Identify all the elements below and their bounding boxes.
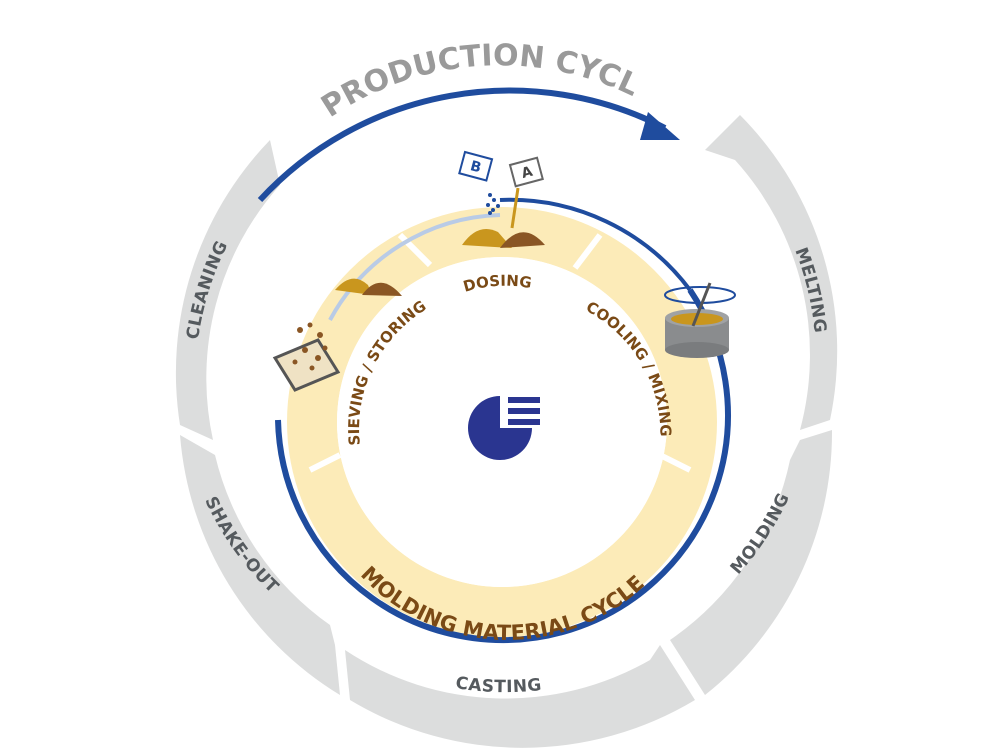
segment-casting[interactable] [345, 645, 695, 748]
svg-text:A: A [520, 164, 535, 182]
molding-material-ring [287, 207, 717, 637]
production-arrow [257, 87, 731, 644]
arrowhead-icon [640, 112, 680, 140]
mixer-icon [664, 282, 736, 358]
sieve-icon [272, 322, 341, 392]
storage-piles-icon [335, 278, 402, 296]
segment-molding[interactable] [670, 430, 833, 695]
segment-cleaning[interactable] [175, 140, 280, 440]
outer-ring [175, 115, 838, 748]
company-logo [468, 396, 540, 460]
dosing-illustration: B A [458, 150, 545, 248]
svg-text:B: B [469, 158, 483, 176]
tag-b-icon: B [458, 150, 494, 182]
segment-shake-out[interactable] [180, 435, 340, 695]
diagram-title: PRODUCTION CYCLE [0, 0, 644, 125]
label-casting: CASTING [454, 673, 542, 697]
tag-a-icon: A [508, 156, 544, 188]
segment-melting[interactable] [705, 115, 838, 430]
